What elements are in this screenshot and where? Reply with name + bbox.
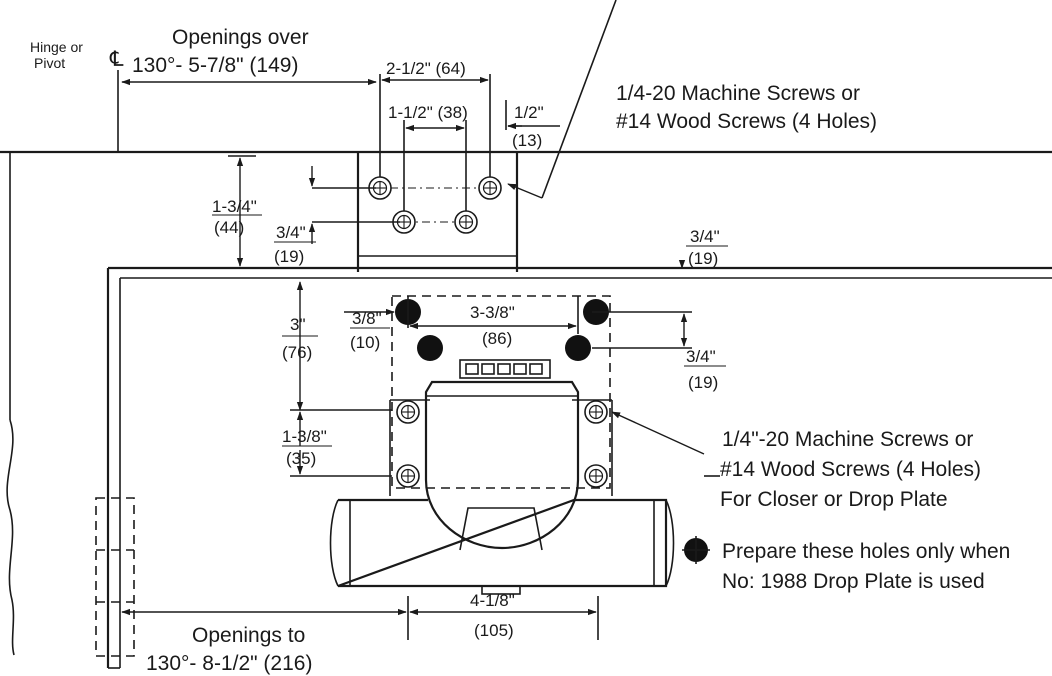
dim-1-3-4-b: (44) xyxy=(214,218,244,237)
dim-4-1-8-a: 4-1/8" xyxy=(470,591,515,610)
screw-hole xyxy=(454,210,478,234)
arm-bracket xyxy=(356,74,519,272)
openings-over-line1: Openings over xyxy=(172,26,309,49)
hinge-dashed xyxy=(95,497,135,657)
centerline-symbol: ℄ xyxy=(109,48,124,71)
screw-hole xyxy=(584,400,608,424)
dim-1-1-2: 1-1/2" (38) xyxy=(388,103,468,122)
screws-bottom-line1: 1/4"-20 Machine Screws or xyxy=(722,428,973,451)
dim-3-b: (76) xyxy=(282,343,312,362)
screw-hole xyxy=(396,464,420,488)
screws-bottom-line2: #14 Wood Screws (4 Holes) xyxy=(720,458,981,481)
dim-1-3-8-b: (35) xyxy=(286,449,316,468)
dim-3-4-right-b: (19) xyxy=(688,249,718,268)
screws-top-line1: 1/4-20 Machine Screws or xyxy=(616,82,860,105)
frame-header xyxy=(0,150,1052,656)
dim-2-1-2: 2-1/2" (64) xyxy=(386,59,466,78)
dim-1-2-b: (13) xyxy=(512,131,542,150)
drop-plate-hole xyxy=(417,335,443,361)
dim-1-3-8-a: 1-3/8" xyxy=(282,427,327,446)
closer-body xyxy=(329,295,675,595)
hinge-label-line2: Pivot xyxy=(34,55,65,71)
dim-3-8-b: (10) xyxy=(350,333,380,352)
screw-hole xyxy=(478,176,502,200)
screw-hole xyxy=(396,400,420,424)
dimension-lines xyxy=(121,0,705,640)
door-edge xyxy=(106,268,121,669)
dim-3-4-left-a: 3/4" xyxy=(276,223,306,242)
hinge-centerline: ℄ xyxy=(109,48,124,152)
screws-top-line2: #14 Wood Screws (4 Holes) xyxy=(616,110,877,133)
dim-1-2-a: 1/2" xyxy=(514,103,544,122)
drop-plate-hole xyxy=(565,335,591,361)
dim-3-4-mid-b: (19) xyxy=(688,373,718,392)
dim-3-4-left-b: (19) xyxy=(274,247,304,266)
legend-line2: No: 1988 Drop Plate is used xyxy=(722,570,985,593)
dim-3-8-a: 3/8" xyxy=(352,309,382,328)
dim-3-3-8-b: (86) xyxy=(482,329,512,348)
hinge-label-line1: Hinge or xyxy=(30,39,83,55)
screw-hole xyxy=(584,464,608,488)
dim-3-3-8-a: 3-3/8" xyxy=(470,303,515,322)
legend-line1: Prepare these holes only when xyxy=(722,540,1010,563)
openings-to-line1: Openings to xyxy=(192,624,305,647)
dim-4-1-8-b: (105) xyxy=(474,621,514,640)
openings-over-line2: 130°- 5-7/8" (149) xyxy=(132,54,298,77)
dim-1-3-4-a: 1-3/4" xyxy=(212,197,257,216)
openings-to-line2: 130°- 8-1/2" (216) xyxy=(146,652,312,675)
dim-3-4-mid-a: 3/4" xyxy=(686,347,716,366)
dim-3-4-right-a: 3/4" xyxy=(690,227,720,246)
dim-3-a: 3" xyxy=(290,315,306,334)
screws-bottom-line3: For Closer or Drop Plate xyxy=(720,488,948,511)
